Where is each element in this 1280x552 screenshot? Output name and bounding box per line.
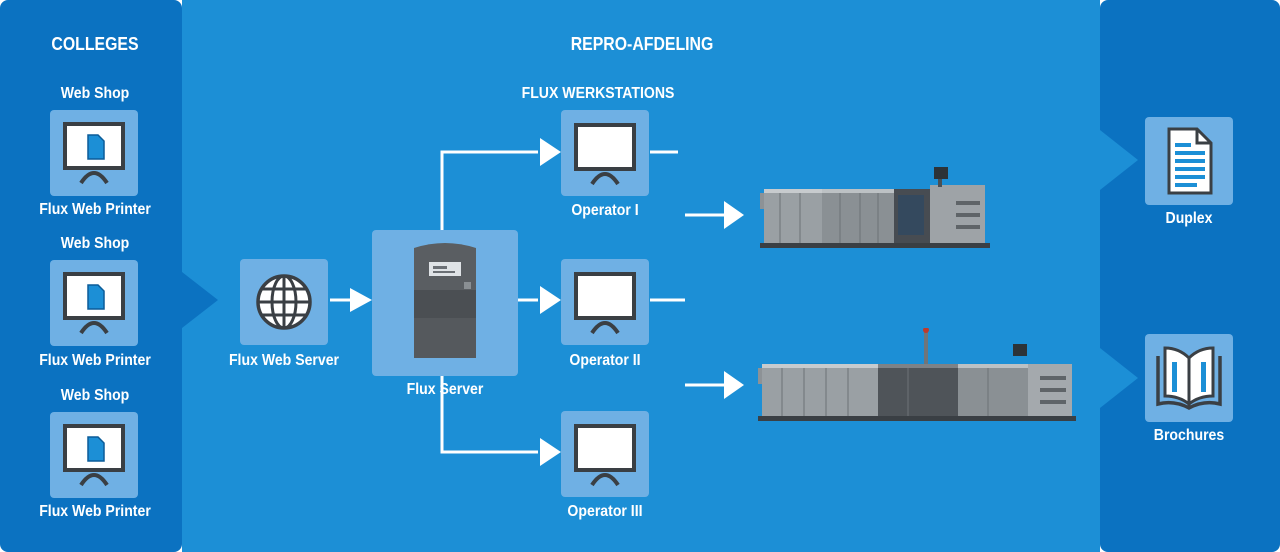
- web-printer-label-2: Flux Web Printer: [39, 352, 151, 369]
- web-printer-label-1: Flux Web Printer: [39, 201, 151, 218]
- arrow-to-op3: [540, 438, 561, 466]
- globe-icon: [256, 274, 312, 330]
- brochures-label: Brochures: [1153, 427, 1225, 444]
- arrow-to-printer1: [724, 201, 744, 229]
- web-printer-label-3: Flux Web Printer: [39, 503, 151, 520]
- web-printer-tile-1[interactable]: [50, 110, 138, 196]
- monitor-document-icon: [63, 424, 125, 487]
- production-printer-long-icon[interactable]: [758, 328, 1076, 423]
- arrow-to-op1: [540, 138, 561, 166]
- web-printer-tile-2[interactable]: [50, 260, 138, 346]
- output-panel: [1100, 0, 1280, 552]
- flux-server-label: Flux Server: [406, 381, 484, 398]
- brochures-tile[interactable]: [1145, 334, 1233, 422]
- operator-2-label: Operator II: [569, 352, 641, 369]
- brochures-chevron: [1100, 348, 1138, 408]
- web-server-label: Flux Web Server: [228, 352, 340, 369]
- colleges-chevron: [182, 272, 218, 328]
- webshop-label-3: Web Shop: [60, 387, 130, 404]
- operator-1-label: Operator I: [571, 202, 639, 219]
- monitor-icon: [574, 272, 636, 335]
- monitor-document-icon: [63, 122, 125, 185]
- production-printer-icon[interactable]: [760, 165, 990, 250]
- operator-3-tile[interactable]: [561, 411, 649, 497]
- colleges-title: COLLEGES: [51, 34, 139, 54]
- monitor-icon: [574, 123, 636, 186]
- operator-1-tile[interactable]: [561, 110, 649, 196]
- server-to-op3-line: [440, 376, 538, 454]
- duplex-tile[interactable]: [1145, 117, 1233, 205]
- server-tower-icon: [414, 243, 476, 358]
- monitor-icon: [574, 424, 636, 487]
- open-book-icon: [1156, 346, 1222, 410]
- arrow-to-server: [350, 288, 372, 312]
- repro-title: REPRO-AFDELING: [570, 34, 714, 54]
- duplex-chevron: [1100, 130, 1138, 190]
- arrow-to-op2: [540, 286, 561, 314]
- operator-3-label: Operator III: [567, 503, 643, 520]
- operator-2-tile[interactable]: [561, 259, 649, 345]
- web-server-tile[interactable]: [240, 259, 328, 345]
- workstations-title: FLUX WERKSTATIONS: [521, 85, 675, 102]
- arrow-to-printer2: [724, 371, 744, 399]
- document-icon: [1167, 127, 1213, 195]
- duplex-label: Duplex: [1165, 210, 1213, 227]
- web-printer-tile-3[interactable]: [50, 412, 138, 498]
- monitor-document-icon: [63, 272, 125, 335]
- server-to-op1-line: [440, 150, 538, 230]
- webshop-label-2: Web Shop: [60, 235, 130, 252]
- flux-server-tile[interactable]: [372, 230, 518, 376]
- webshop-label-1: Web Shop: [60, 85, 130, 102]
